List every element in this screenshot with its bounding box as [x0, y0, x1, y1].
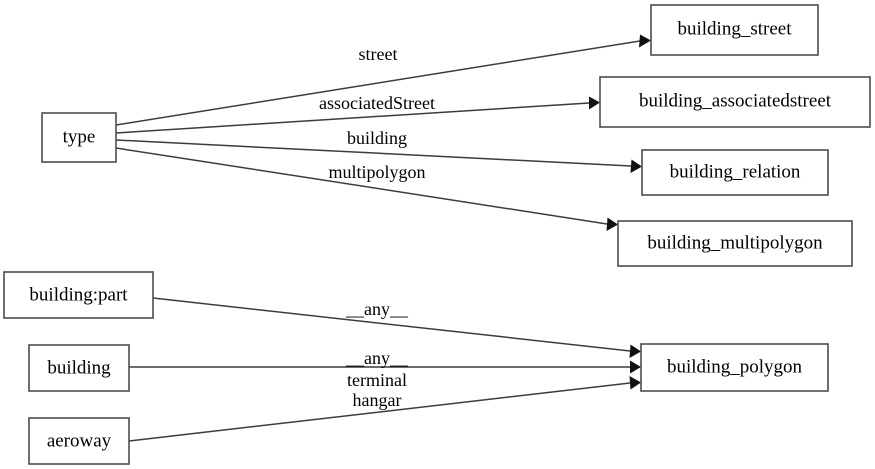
- edge-line: [115, 147, 608, 225]
- node-label: building_polygon: [667, 356, 803, 377]
- node-box[interactable]: [28, 417, 130, 465]
- edge-line: [115, 139, 632, 167]
- edge-line: [115, 40, 641, 126]
- node-building_associatedstreet[interactable]: building_associatedstreet: [599, 76, 871, 128]
- node-label: building:part: [29, 284, 128, 305]
- node-type[interactable]: type: [41, 112, 117, 163]
- node-label: building_relation: [670, 161, 801, 182]
- edge-group: [115, 34, 651, 442]
- edge-label-multipolygon: multipolygon: [328, 162, 425, 182]
- node-label: building_associatedstreet: [639, 90, 832, 111]
- arrow-head-icon: [630, 360, 641, 374]
- node-building_street[interactable]: building_street: [650, 4, 819, 56]
- node-box[interactable]: [599, 76, 871, 128]
- node-label: type: [63, 126, 96, 147]
- edge-label-any-part: __any__: [345, 299, 409, 319]
- node-box[interactable]: [641, 149, 829, 196]
- edge-label-group: street associatedStreet building multipo…: [319, 44, 435, 410]
- edge-aeroway-building_polygon: [128, 376, 641, 442]
- edge-type-building_multipolygon: [115, 147, 618, 231]
- node-label: building: [47, 357, 111, 378]
- edge-line: [115, 102, 590, 134]
- node-box[interactable]: [41, 112, 117, 163]
- edge-label-any-building: __any__: [345, 348, 409, 368]
- node-group: type building_street building_associated…: [3, 4, 871, 465]
- node-building_relation[interactable]: building_relation: [641, 149, 829, 196]
- node-box[interactable]: [650, 4, 819, 56]
- node-label: aeroway: [47, 430, 112, 451]
- edge-line: [128, 382, 631, 442]
- node-box[interactable]: [617, 220, 853, 267]
- edge-label-building: building: [347, 128, 407, 148]
- node-aeroway[interactable]: aeroway: [28, 417, 130, 465]
- edge-building-building_polygon: [129, 360, 641, 374]
- edge-label-hangar: hangar: [353, 390, 402, 410]
- arrow-head-icon: [606, 217, 618, 231]
- node-label: building_multipolygon: [647, 232, 823, 253]
- node-label: building_street: [678, 18, 793, 39]
- edge-line: [152, 297, 631, 352]
- arrow-head-icon: [639, 34, 651, 48]
- edge-building_part-building_polygon: [152, 297, 641, 358]
- edge-label-associatedstreet: associatedStreet: [319, 93, 435, 113]
- node-box[interactable]: [640, 343, 829, 392]
- arrow-head-icon: [630, 159, 642, 173]
- node-building_polygon[interactable]: building_polygon: [640, 343, 829, 392]
- node-building_multipolygon[interactable]: building_multipolygon: [617, 220, 853, 267]
- arrow-head-icon: [629, 344, 641, 358]
- edge-type-building_street: [115, 34, 651, 126]
- edge-type-building_relation: [115, 139, 642, 173]
- edge-label-street: street: [359, 44, 398, 64]
- node-box[interactable]: [3, 271, 154, 319]
- edge-label-terminal: terminal: [347, 370, 407, 390]
- edge-type-building_associatedstreet: [115, 96, 600, 134]
- arrow-head-icon: [589, 96, 600, 110]
- node-box[interactable]: [28, 344, 130, 392]
- node-building_part[interactable]: building:part: [3, 271, 154, 319]
- node-building[interactable]: building: [28, 344, 130, 392]
- arrow-head-icon: [629, 376, 641, 390]
